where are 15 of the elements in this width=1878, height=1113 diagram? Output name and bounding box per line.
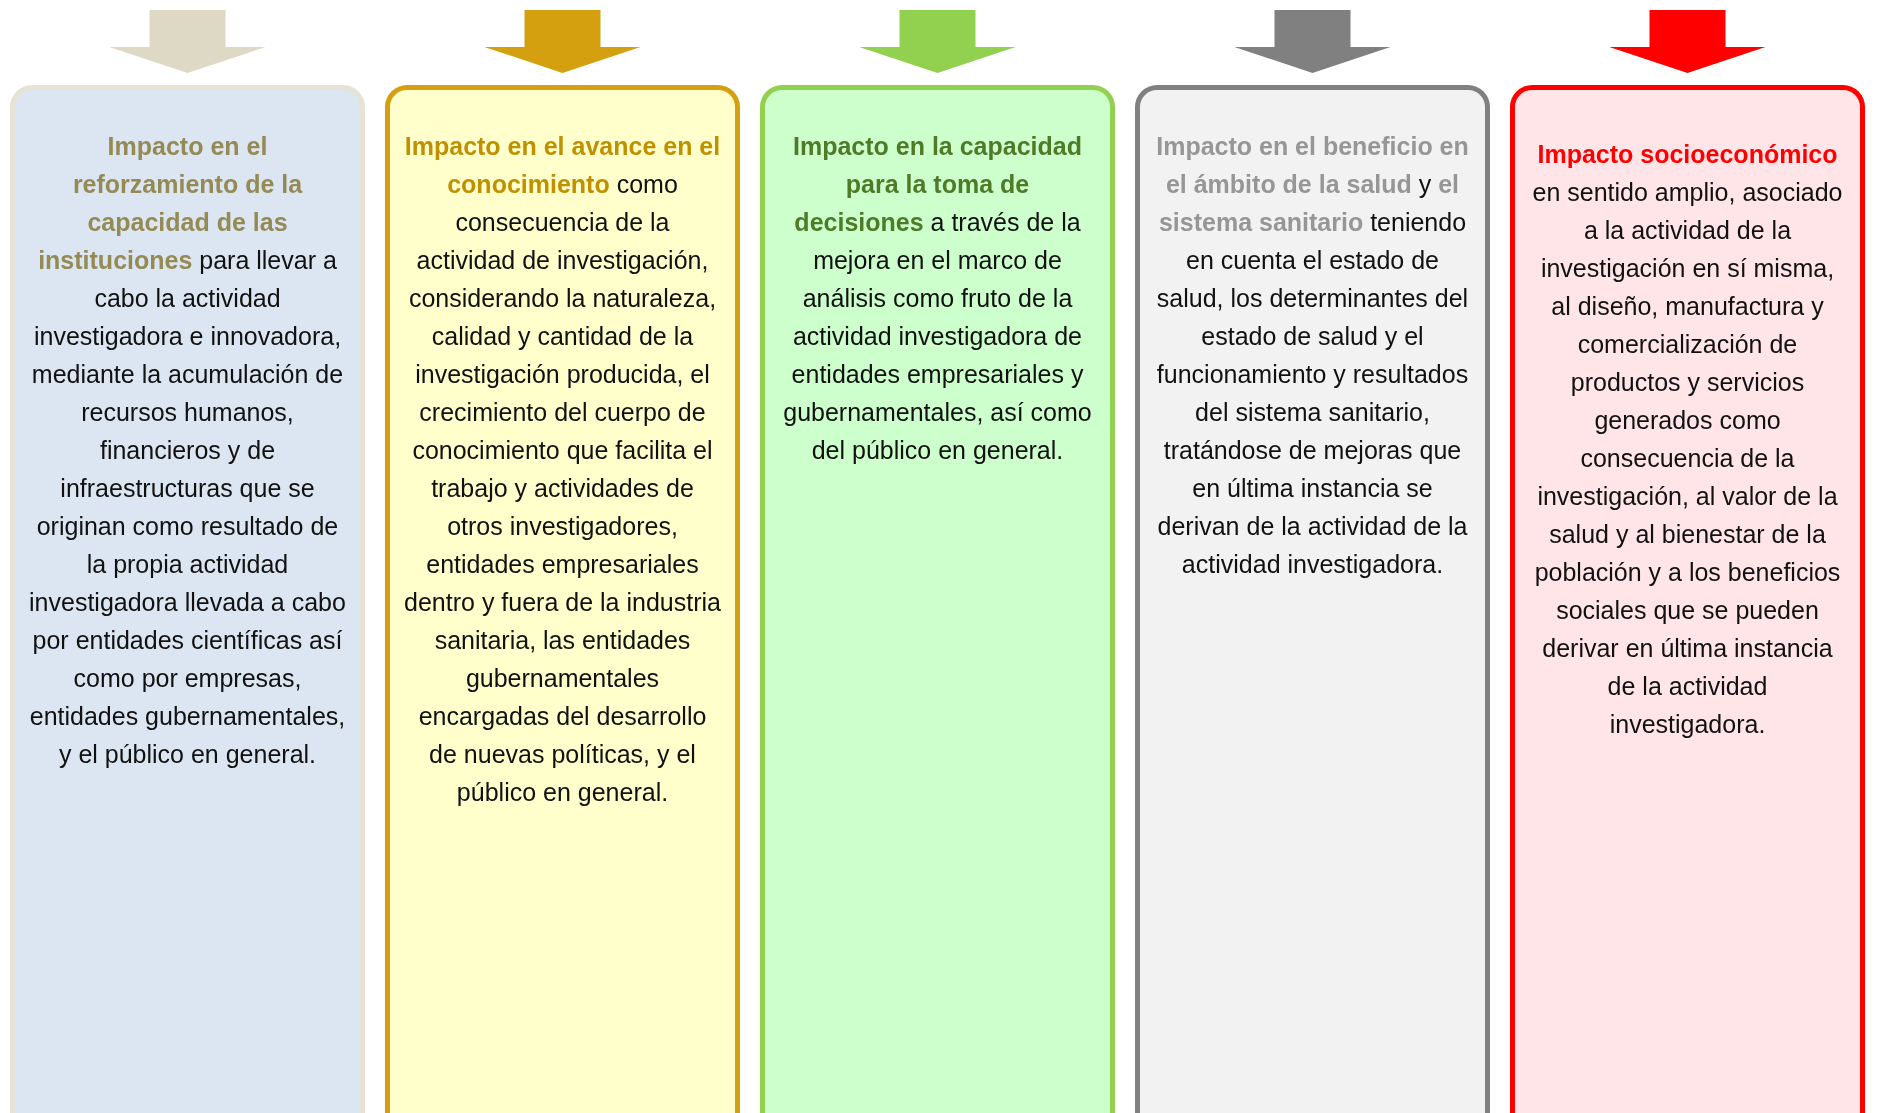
block-arrow xyxy=(1234,10,1391,73)
block-arrow xyxy=(1609,10,1766,73)
impact-card xyxy=(1510,85,1865,1113)
card-description: Impacto en el reforzamiento de la capacidad de las instituciones para llevar a cabo la actividad investigadora e innovadora, mediante la acumulación de recursos humanos, financieros y de infraestructuras que se originan como resultado de la propia actividad investigadora llevada a cabo por entidades científicas así como por empresas, entidades gubernamentales, y el público en general. xyxy=(29,131,346,770)
card-description: Impacto en el beneficio en el ámbito de la salud y el sistema sanitario teniendo en cuenta el estado de salud, los determinantes del estado de salud y el funcionamiento y resultados del sistema sanitario, tratándose de mejoras que en última instancia se derivan de la actividad de la actividad investigadora. xyxy=(1155,131,1470,580)
block-arrow xyxy=(859,10,1016,73)
block-arrow xyxy=(109,10,266,73)
impact-card xyxy=(10,85,365,1113)
card-description: Impacto socioeconómico en sentido amplio, asociado a la actividad de la investigación en sí misma, al diseño, manufactura y comercialización de productos y servicios generados como consecuencia de la investigación, al valor de la salud y al bienestar de la población y a los beneficios sociales que se pueden derivar en última instancia de la actividad investigadora. xyxy=(1531,139,1844,740)
card-description: Impacto en el avance en el conocimiento como consecuencia de la actividad de investigación, considerando la naturaleza, calidad y cantidad de la investigación producida, el crecimiento del cuerpo de conocimiento que facilita el trabajo y actividades de otros investigadores, entidades empresariales dentro y fuera de la industria sanitaria, las entidades gubernamentales encargadas del desarrollo de nuevas políticas, y el público en general. xyxy=(404,131,721,808)
impact-card xyxy=(1135,85,1490,1113)
impact-card xyxy=(385,85,740,1113)
block-arrow xyxy=(484,10,641,73)
impact-card xyxy=(760,85,1115,1113)
card-description: Impacto en la capacidad para la toma de decisiones a través de la mejora en el marco de análisis como fruto de la actividad investigadora de entidades empresariales y gubernamentales, así como del público en general. xyxy=(782,131,1093,466)
